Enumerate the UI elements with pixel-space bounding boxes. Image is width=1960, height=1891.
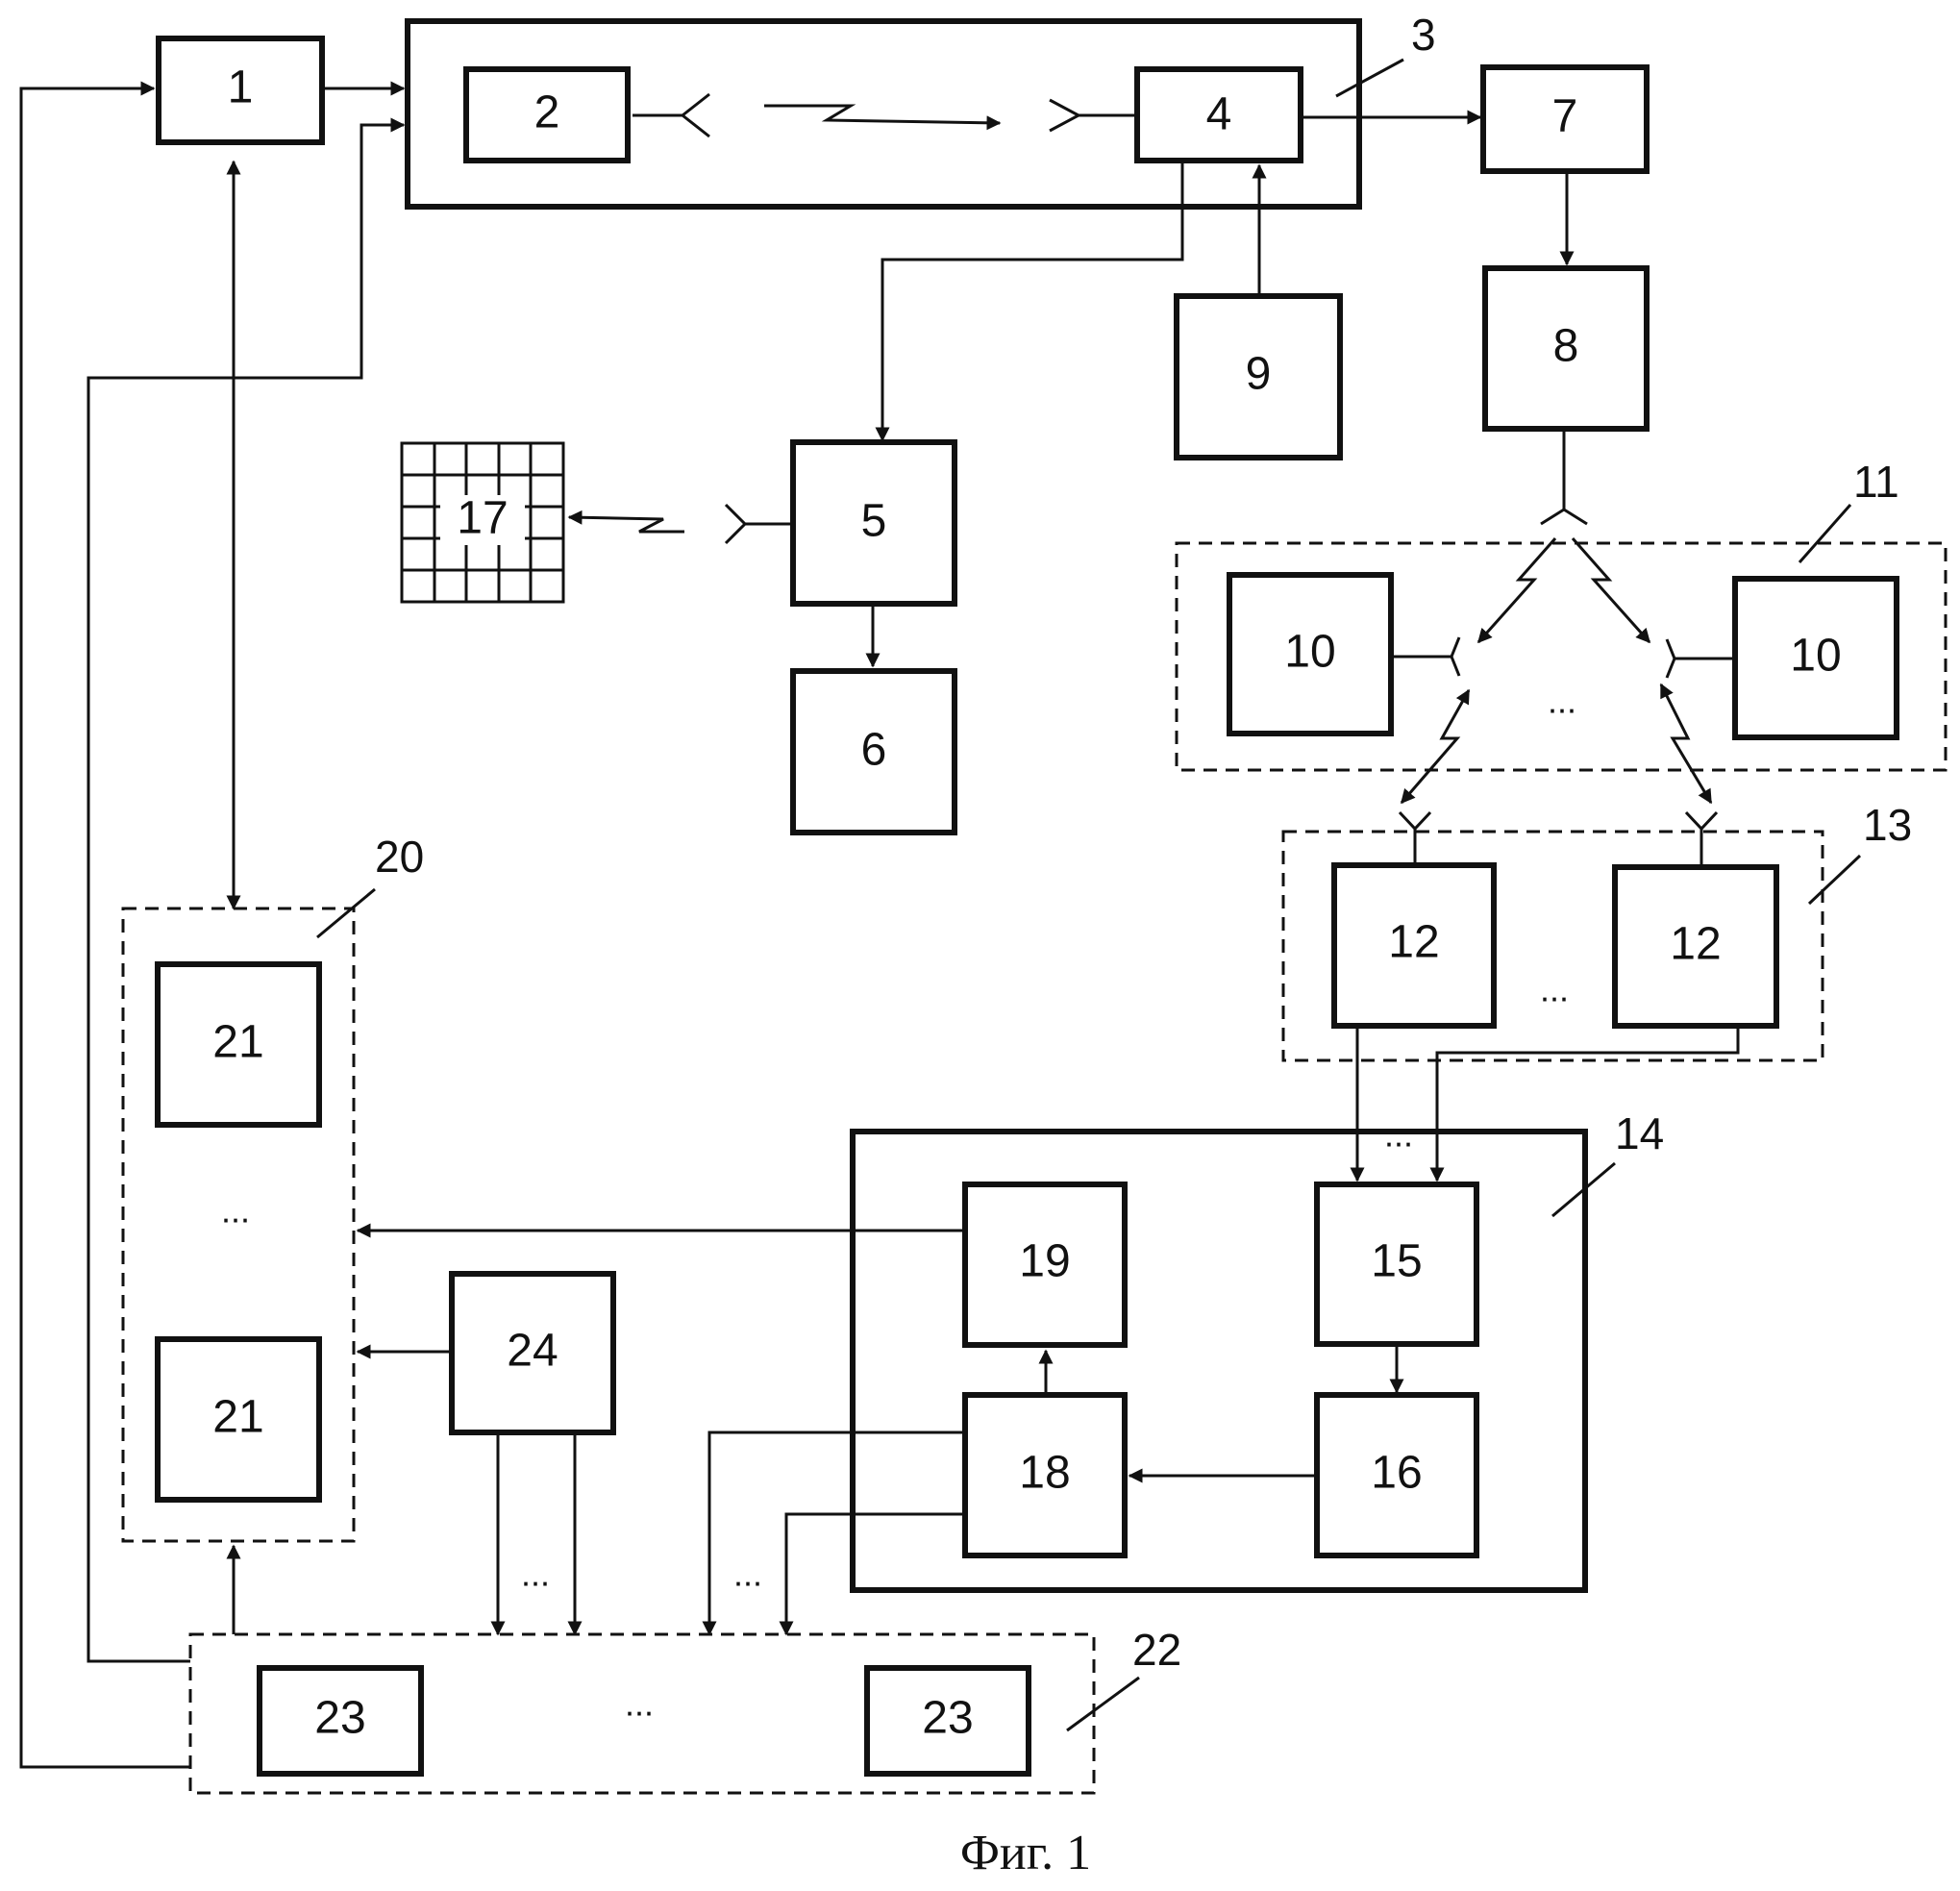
label-block-10-left: 10 xyxy=(1284,627,1335,678)
label-block-1: 1 xyxy=(228,62,254,113)
label-block-19: 19 xyxy=(1019,1236,1070,1287)
antenna-2-a xyxy=(682,94,709,115)
ellipsis-12-to-15: ... xyxy=(1384,1115,1413,1155)
label-block-12-left: 12 xyxy=(1388,917,1439,968)
antenna-8 xyxy=(1541,510,1587,524)
label-block-21-bottom: 21 xyxy=(212,1392,263,1443)
radio-link-10-to-12-right xyxy=(1661,684,1711,803)
label-block-21-top: 21 xyxy=(212,1017,263,1068)
label-block-2: 2 xyxy=(534,87,560,138)
antenna-10-left xyxy=(1451,637,1459,676)
ellipsis-24-to-22: ... xyxy=(521,1555,550,1594)
label-block-4: 4 xyxy=(1206,89,1232,140)
label-block-7: 7 xyxy=(1552,91,1578,142)
label-block-10-right: 10 xyxy=(1790,631,1841,682)
antenna-12-right xyxy=(1686,812,1717,829)
label-block-11: 11 xyxy=(1853,457,1899,507)
antenna-10-right xyxy=(1667,639,1675,678)
label-block-9: 9 xyxy=(1246,349,1272,400)
label-block-18: 18 xyxy=(1019,1448,1070,1499)
label-block-22: 22 xyxy=(1132,1625,1181,1675)
label-block-23-right: 23 xyxy=(922,1693,973,1744)
ellipsis-group-22: ... xyxy=(625,1684,654,1724)
radio-link-2-to-4 xyxy=(764,106,1000,123)
antenna-2-b xyxy=(682,115,709,137)
label-block-14: 14 xyxy=(1615,1108,1664,1158)
label-block-23-left: 23 xyxy=(314,1693,365,1744)
radio-link-10-to-12-left xyxy=(1402,690,1469,803)
label-block-15: 15 xyxy=(1371,1236,1422,1287)
ellipsis-group-11: ... xyxy=(1548,682,1576,721)
antenna-4 xyxy=(1050,100,1079,131)
label-block-6: 6 xyxy=(861,725,887,776)
label-block-3: 3 xyxy=(1411,10,1436,60)
radio-link-8-to-10-right xyxy=(1573,538,1650,642)
ellipsis-group-20: ... xyxy=(221,1191,250,1231)
figure-caption: Фиг. 1 xyxy=(960,1826,1091,1880)
label-block-13: 13 xyxy=(1863,800,1912,850)
arrow-18-to-22-a xyxy=(709,1432,963,1634)
label-block-12-right: 12 xyxy=(1670,919,1721,970)
label-block-8: 8 xyxy=(1553,321,1579,372)
label-block-16: 16 xyxy=(1371,1448,1422,1499)
ellipsis-18-to-22: ... xyxy=(733,1555,762,1594)
arrow-22-to-1 xyxy=(21,88,190,1767)
antenna-12-left xyxy=(1400,812,1430,829)
label-block-24: 24 xyxy=(507,1326,558,1377)
label-block-17: 17 xyxy=(457,493,508,544)
antenna-5 xyxy=(726,505,745,543)
ellipsis-group-13: ... xyxy=(1540,970,1569,1009)
label-block-5: 5 xyxy=(861,496,887,547)
label-block-20: 20 xyxy=(375,832,424,882)
radio-link-5-to-17 xyxy=(569,517,684,532)
arrow-18-to-22-b xyxy=(786,1514,963,1634)
radio-link-8-to-10-left xyxy=(1478,538,1555,642)
